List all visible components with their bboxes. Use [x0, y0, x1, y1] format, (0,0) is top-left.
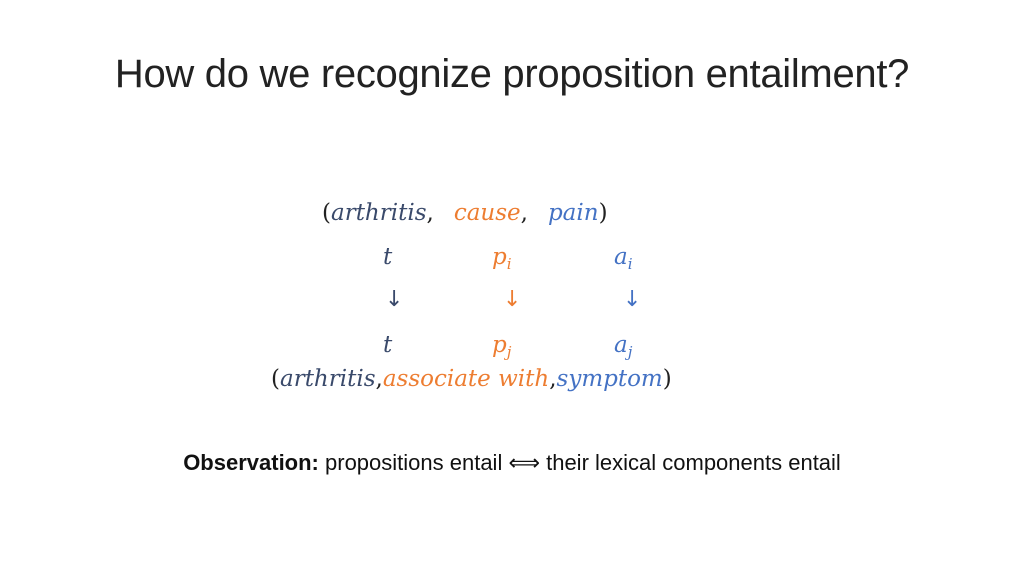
observation-text: propositions entail ⟺ their lexical comp… — [318, 450, 841, 475]
row2-a-base: a — [614, 332, 628, 358]
row1-p-base: p — [492, 244, 507, 270]
slide-title: How do we recognize proposition entailme… — [114, 52, 910, 96]
bottom-tuple-comma-1: , — [375, 366, 383, 392]
bottom-tuple-subject: arthritis — [279, 366, 376, 392]
down-arrow-a-icon: ↓ — [623, 287, 642, 312]
row2-a-subscript: j — [627, 343, 633, 361]
down-arrow-p-icon: ↓ — [503, 287, 522, 312]
top-tuple-predicate: cause — [453, 200, 521, 226]
bottom-tuple-predicate: associate with — [382, 366, 550, 392]
bottom-tuple-close-paren: ) — [662, 366, 672, 392]
top-tuple: (arthritis,cause,pain) — [322, 200, 608, 226]
bottom-tuple: (arthritis,associate with,symptom) — [271, 366, 672, 392]
top-tuple-subject: arthritis — [330, 200, 427, 226]
top-tuple-open-paren: ( — [322, 200, 331, 226]
row1-a-subscript: i — [627, 255, 633, 273]
row1-a-base: a — [614, 244, 628, 270]
row1-a: ai — [614, 244, 633, 273]
row1-t: t — [383, 244, 393, 270]
top-tuple-object: pain — [547, 200, 599, 226]
bottom-tuple-object: symptom — [556, 366, 663, 392]
down-arrow-t-icon: ↓ — [385, 287, 404, 312]
observation-label: Observation: — [183, 450, 319, 475]
bottom-tuple-comma-2: , — [549, 366, 557, 392]
row2-t: t — [383, 332, 393, 358]
top-tuple-close-paren: ) — [598, 200, 608, 226]
row1-p: pi — [492, 244, 512, 273]
bottom-tuple-open-paren: ( — [271, 366, 280, 392]
observation-line: Observation: propositions entail ⟺ their… — [0, 450, 1024, 476]
row2-p: pj — [492, 332, 511, 361]
row2-p-base: p — [492, 332, 507, 358]
row2-p-subscript: j — [506, 343, 512, 361]
row1-p-subscript: i — [506, 255, 512, 273]
top-tuple-comma-1: , — [426, 200, 434, 226]
row2-a: aj — [614, 332, 632, 361]
top-tuple-comma-2: , — [520, 200, 528, 226]
